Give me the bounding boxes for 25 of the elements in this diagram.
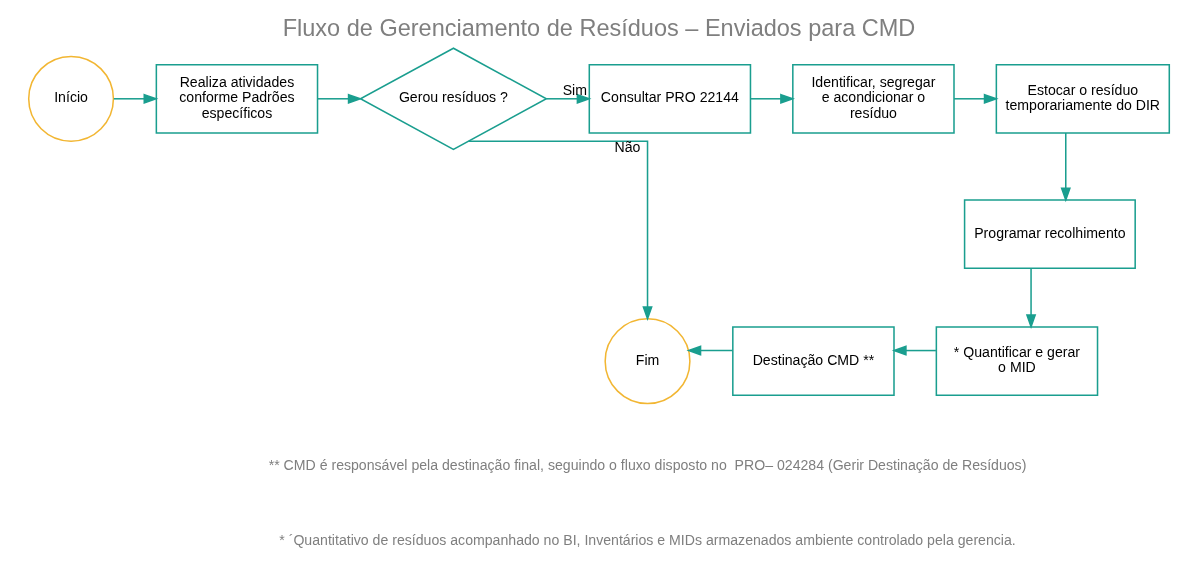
arrow (112, 93, 158, 104)
arrow (952, 93, 999, 104)
node-box: Realiza atividades conforme Padrões específicos (155, 63, 318, 134)
arrow (467, 140, 653, 322)
node-circle: Fim (603, 318, 691, 405)
arrow (891, 345, 937, 356)
arrow (316, 93, 363, 104)
arrow (749, 93, 795, 104)
edge-label: Não (614, 139, 640, 156)
arrow (1060, 132, 1071, 203)
node-box: * Quantificar e gerar o MID (935, 326, 1098, 397)
node-box: Consultar PRO 22144 (588, 63, 751, 134)
label: ** CMD é responsável pela destinação final, seguindo o fluxo disposto no PRO– 024284 (Gerir Destinação de Resíduos) (268, 457, 1026, 474)
label: * ´Quantitativo de resíduos acompanhado no BI, Inventários e MIDs armazenados ambiente controlado pela gerencia. (278, 532, 1016, 549)
node-circle: Início (27, 55, 114, 142)
node-box: Destinação CMD ** (731, 326, 895, 397)
node-box: Identificar, segregar e acondicionar o resíduo (791, 63, 955, 134)
node-box: Programar recolhimento (963, 199, 1136, 269)
node-box: Estocar o resíduo temporariamente do DIR (995, 63, 1170, 134)
arrow (1025, 267, 1036, 330)
arrow (685, 345, 733, 356)
arrow (545, 93, 591, 104)
edge-label: Sim (562, 81, 587, 98)
diagram-title: Fluxo de Gerenciamento de Resíduos – Enviados para CMD (282, 15, 915, 42)
node-diamond: Gerou resíduos ? (358, 47, 548, 151)
